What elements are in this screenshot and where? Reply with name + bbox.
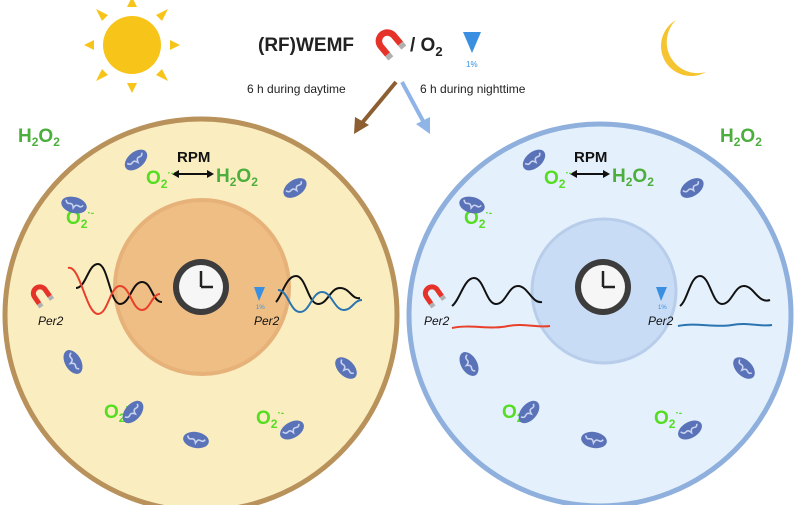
night-h2o2-outer: H2O2 [720,126,762,149]
day-per2-magnet: Per2 [38,314,64,328]
night-per2-hypoxia: Per2 [648,314,674,328]
night-rpm-arrow [570,170,610,178]
hypoxia-triangle-icon [656,287,667,301]
sun-icon [84,0,180,93]
hypoxia-percent: 1% [466,60,478,69]
nighttime-arrow [400,81,430,134]
daytime-label: 6 h during daytime [247,82,346,96]
night-hypoxia-percent: 1% [658,305,667,311]
night-per2-magnet: Per2 [424,314,450,328]
night-superoxide-3: O2·- [654,408,682,431]
day-rpm-label: RPM [177,149,210,166]
day-wave-black-2 [275,274,361,306]
hypoxia-triangle-icon [463,32,481,53]
day-wave-black-1 [75,262,163,306]
clock-icon [575,259,631,315]
day-rpm-arrow [172,170,214,178]
night-h2o2-rpm: H2O2 [612,166,654,189]
day-superoxide-3: O2·- [256,408,284,431]
nighttime-label: 6 h during nighttime [420,82,526,96]
night-wave-black-2 [679,274,771,307]
day-per2-hypoxia: Per2 [254,314,280,328]
wemf-label: (RF)WEMF [258,35,354,56]
o2-label: / O2 [410,35,443,59]
hypoxia-triangle-icon [254,287,265,301]
night-cell: H2O2 RPM O2·- H2O2 O2·- O2·- O2·- Per2 [406,121,794,505]
night-rpm-label: RPM [574,149,607,166]
day-h2o2-outer: H2O2 [18,126,60,149]
night-wave-blue [677,323,773,327]
night-superoxide-rpm: O2·- [544,168,572,191]
magnet-icon [370,24,407,61]
moon-icon [660,20,706,77]
night-wave-black-1 [451,276,543,307]
day-wave-red [67,266,161,316]
day-h2o2-rpm: H2O2 [216,166,258,189]
day-cell: H2O2 RPM O2·- H2O2 O2·- O2·- O2·- Per2 [2,116,400,505]
daytime-arrow [354,80,398,134]
day-superoxide-rpm: O2·- [146,168,174,191]
day-hypoxia-percent: 1% [256,305,265,311]
day-wave-blue [277,289,363,314]
night-wave-red [451,324,551,329]
clock-icon [173,259,229,315]
